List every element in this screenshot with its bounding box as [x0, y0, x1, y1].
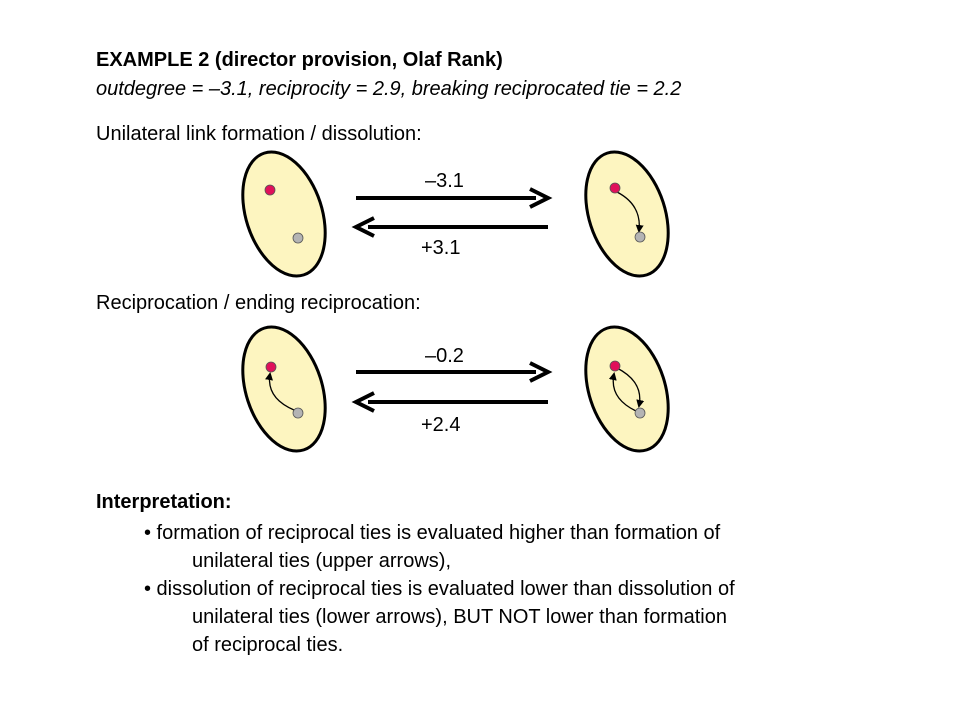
tie-arrow-j-to-i	[265, 372, 295, 411]
bullet-2-line-2: unilateral ties (lower arrows), BUT NOT …	[192, 606, 727, 628]
forward-value-2: –0.2	[425, 345, 464, 367]
ellipse-group-1-left	[241, 150, 327, 278]
actor-ellipse	[241, 150, 327, 278]
backward-value-1: +3.1	[421, 237, 461, 259]
ellipse-group-1-right	[584, 150, 670, 278]
bullet-2-line-1: • dissolution of reciprocal ties is eval…	[144, 578, 735, 600]
ellipse-group-2-left	[241, 325, 327, 453]
ellipse-group-2-right	[584, 325, 670, 453]
backward-arrowhead-2	[351, 391, 375, 413]
actor-node-j	[634, 407, 646, 419]
actor-node-i	[264, 184, 276, 196]
page-title: EXAMPLE 2 (director provision, Olaf Rank…	[96, 49, 503, 71]
forward-arrowhead-1	[529, 187, 553, 209]
forward-value-1: –3.1	[425, 170, 464, 192]
actor-node-j	[634, 231, 646, 243]
actor-node-i	[265, 361, 277, 373]
backward-arrowhead-1	[351, 216, 375, 238]
tie-arrow-j-to-i	[608, 372, 637, 412]
section-label-unilateral: Unilateral link formation / dissolution:	[96, 123, 422, 145]
actor-ellipse	[584, 325, 670, 453]
bullet-1-line-1: • formation of reciprocal ties is evalua…	[144, 522, 721, 544]
forward-arrowhead-2	[529, 361, 553, 383]
backward-value-2: +2.4	[421, 414, 461, 436]
interpretation-heading: Interpretation:	[96, 491, 232, 513]
actor-node-j	[292, 232, 304, 244]
actor-ellipse	[241, 325, 327, 453]
bullet-2-line-3: of reciprocal ties.	[192, 634, 344, 656]
actor-node-j	[292, 407, 304, 419]
actor-node-i	[609, 182, 621, 194]
bullet-1-line-2: unilateral ties (upper arrows),	[192, 550, 451, 572]
section-label-reciprocation: Reciprocation / ending reciprocation:	[96, 292, 421, 314]
actor-node-i	[609, 360, 621, 372]
page-subtitle: outdegree = –3.1, reciprocity = 2.9, bre…	[96, 78, 682, 100]
tie-arrow-i-to-j	[616, 367, 645, 408]
actor-ellipse	[584, 150, 670, 278]
tie-arrow-i-to-j	[616, 191, 644, 233]
